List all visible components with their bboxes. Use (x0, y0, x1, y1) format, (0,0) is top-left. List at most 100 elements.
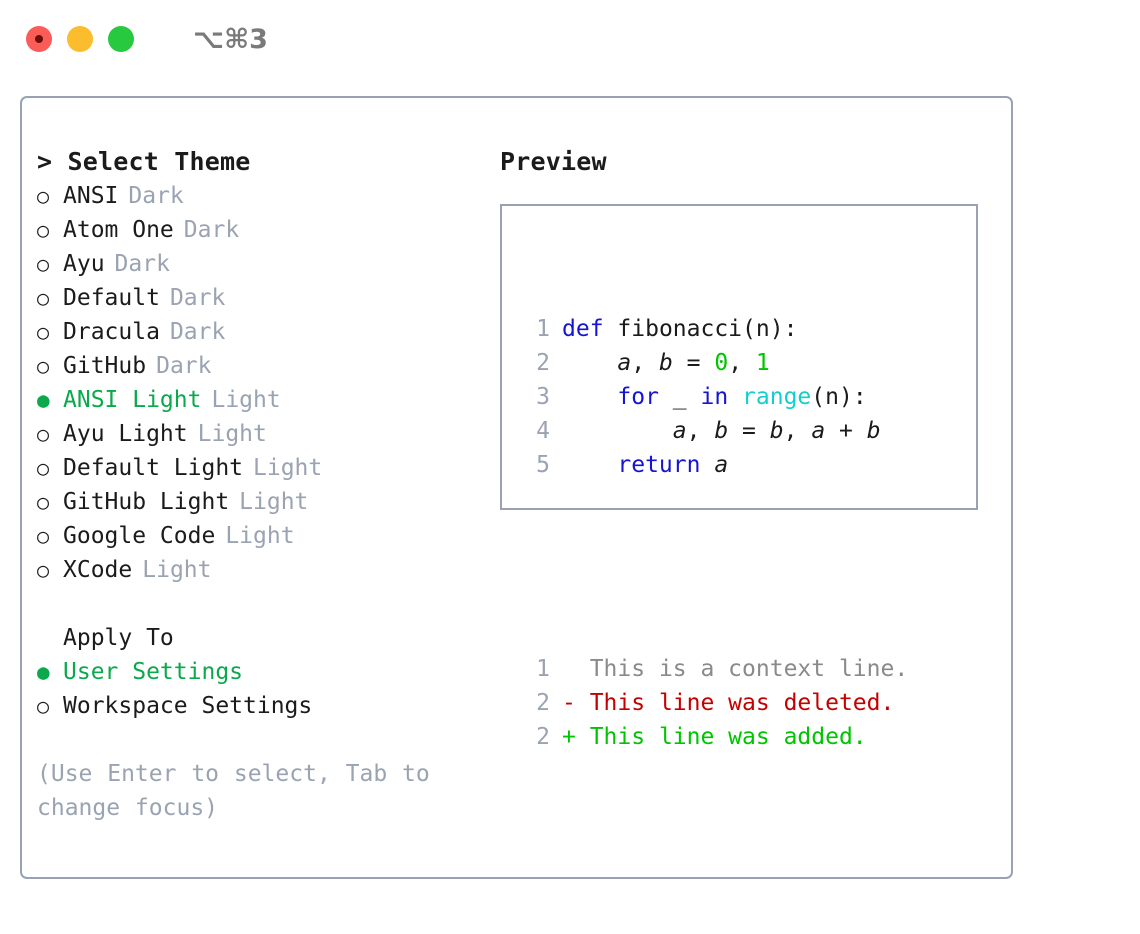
apply-to-option-workspace-settings[interactable]: ○ Workspace Settings (37, 689, 477, 723)
code-token: b (714, 418, 729, 444)
code-token: , (728, 350, 756, 376)
code-token: a (714, 452, 729, 478)
code-token (604, 316, 618, 342)
line-number: 2 (536, 690, 550, 716)
theme-option-kind: Dark (169, 319, 226, 345)
code-blank-line (516, 550, 908, 584)
preview-heading: Preview (500, 147, 607, 176)
apply-to-option-user-settings[interactable]: ● User Settings (37, 655, 477, 689)
apply-to-option-label: Workspace Settings (63, 693, 313, 719)
code-token: 1 (755, 350, 770, 376)
code-line-text: for _ in range(n): (562, 380, 867, 414)
radio-unselected-icon: ○ (37, 184, 50, 208)
apply-to-heading: Apply To (63, 625, 174, 651)
close-button[interactable] (26, 26, 52, 52)
theme-option-kind: Dark (156, 353, 212, 379)
code-token: , (686, 418, 715, 444)
theme-option-ansi[interactable]: ○ ANSI Dark (37, 179, 477, 213)
radio-unselected-icon: ○ (37, 558, 50, 582)
theme-option-label: ANSI Light (63, 387, 202, 413)
radio-unselected-icon: ○ (37, 694, 50, 718)
section-spacer (37, 587, 477, 621)
radio-unselected-icon: ○ (37, 218, 50, 242)
code-token (562, 418, 673, 444)
theme-option-kind: Dark (183, 217, 240, 243)
theme-option-kind: Light (225, 523, 295, 549)
code-token: , (631, 350, 659, 376)
apply-to-option-label: User Settings (63, 659, 244, 685)
diff-line: 2+ This line was added. (516, 720, 908, 754)
radio-unselected-icon: ○ (37, 320, 50, 344)
diff-body: This line was deleted. (589, 690, 895, 716)
radio-unselected-icon: ○ (37, 456, 50, 480)
code-token: b (658, 350, 673, 376)
theme-option-kind: Light (142, 557, 212, 583)
heading-caret-icon: > (37, 147, 68, 176)
code-token: fibonacci (617, 316, 743, 342)
theme-option-kind: Dark (114, 251, 170, 277)
code-token: = (728, 418, 770, 444)
theme-option-label: Dracula (63, 319, 160, 345)
code-token: 0 (714, 350, 729, 376)
radio-unselected-icon: ○ (37, 524, 50, 548)
keyboard-hint-text: (Use Enter to select, Tab to change focu… (37, 761, 430, 821)
theme-option-google-code[interactable]: ○ Google Code Light (37, 519, 477, 553)
radio-unselected-icon: ○ (37, 286, 50, 310)
line-number: 4 (536, 418, 550, 444)
code-line: 5 return a (516, 448, 908, 482)
code-token: a (617, 350, 632, 376)
code-token: = (672, 350, 715, 376)
code-token: (n): (811, 384, 867, 410)
code-token: range (742, 384, 812, 410)
title-bar: ⌥⌘3 (0, 0, 1140, 78)
code-token (562, 452, 617, 478)
theme-option-kind: Light (253, 455, 323, 481)
diff-sign (562, 656, 590, 682)
theme-option-dracula[interactable]: ○ Dracula Dark (37, 315, 477, 349)
code-token (728, 384, 742, 410)
code-line: 4 a, b = b, a + b (516, 414, 908, 448)
code-token: def (562, 316, 604, 342)
line-number: 2 (536, 350, 550, 376)
theme-option-label: Google Code (63, 523, 216, 549)
theme-option-label: Ayu (63, 251, 105, 277)
code-line: 3 for _ in range(n): (516, 380, 908, 414)
theme-option-label: Atom One (63, 217, 174, 243)
code-token: + (825, 418, 867, 444)
minimize-button[interactable] (67, 26, 93, 52)
line-number: 5 (536, 452, 550, 478)
theme-option-atom-one[interactable]: ○ Atom One Dark (37, 213, 477, 247)
theme-option-ayu[interactable]: ○ Ayu Dark (37, 247, 477, 281)
theme-option-kind: Dark (128, 183, 184, 209)
theme-option-label: GitHub (63, 353, 147, 379)
code-line-text: return a (562, 448, 728, 482)
code-token: , (783, 418, 812, 444)
code-token: a (811, 418, 826, 444)
theme-option-kind: Light (197, 421, 267, 447)
theme-option-label: ANSI (63, 183, 119, 209)
code-token: return (617, 452, 701, 478)
theme-option-default-light[interactable]: ○ Default Light Light (37, 451, 477, 485)
maximize-button[interactable] (108, 26, 134, 52)
radio-selected-icon: ● (37, 388, 50, 412)
diff-line: 1 This is a context line. (516, 652, 908, 686)
code-line: 2 a, b = 0, 1 (516, 346, 908, 380)
code-token: b (769, 418, 784, 444)
radio-unselected-icon: ○ (37, 252, 50, 276)
diff-line: 2- This line was deleted. (516, 686, 908, 720)
line-number: 1 (536, 316, 550, 342)
theme-option-kind: Dark (169, 285, 226, 311)
radio-selected-icon: ● (37, 660, 50, 684)
theme-option-label: Default Light (63, 455, 244, 481)
diff-line-text: + This line was added. (562, 720, 867, 754)
